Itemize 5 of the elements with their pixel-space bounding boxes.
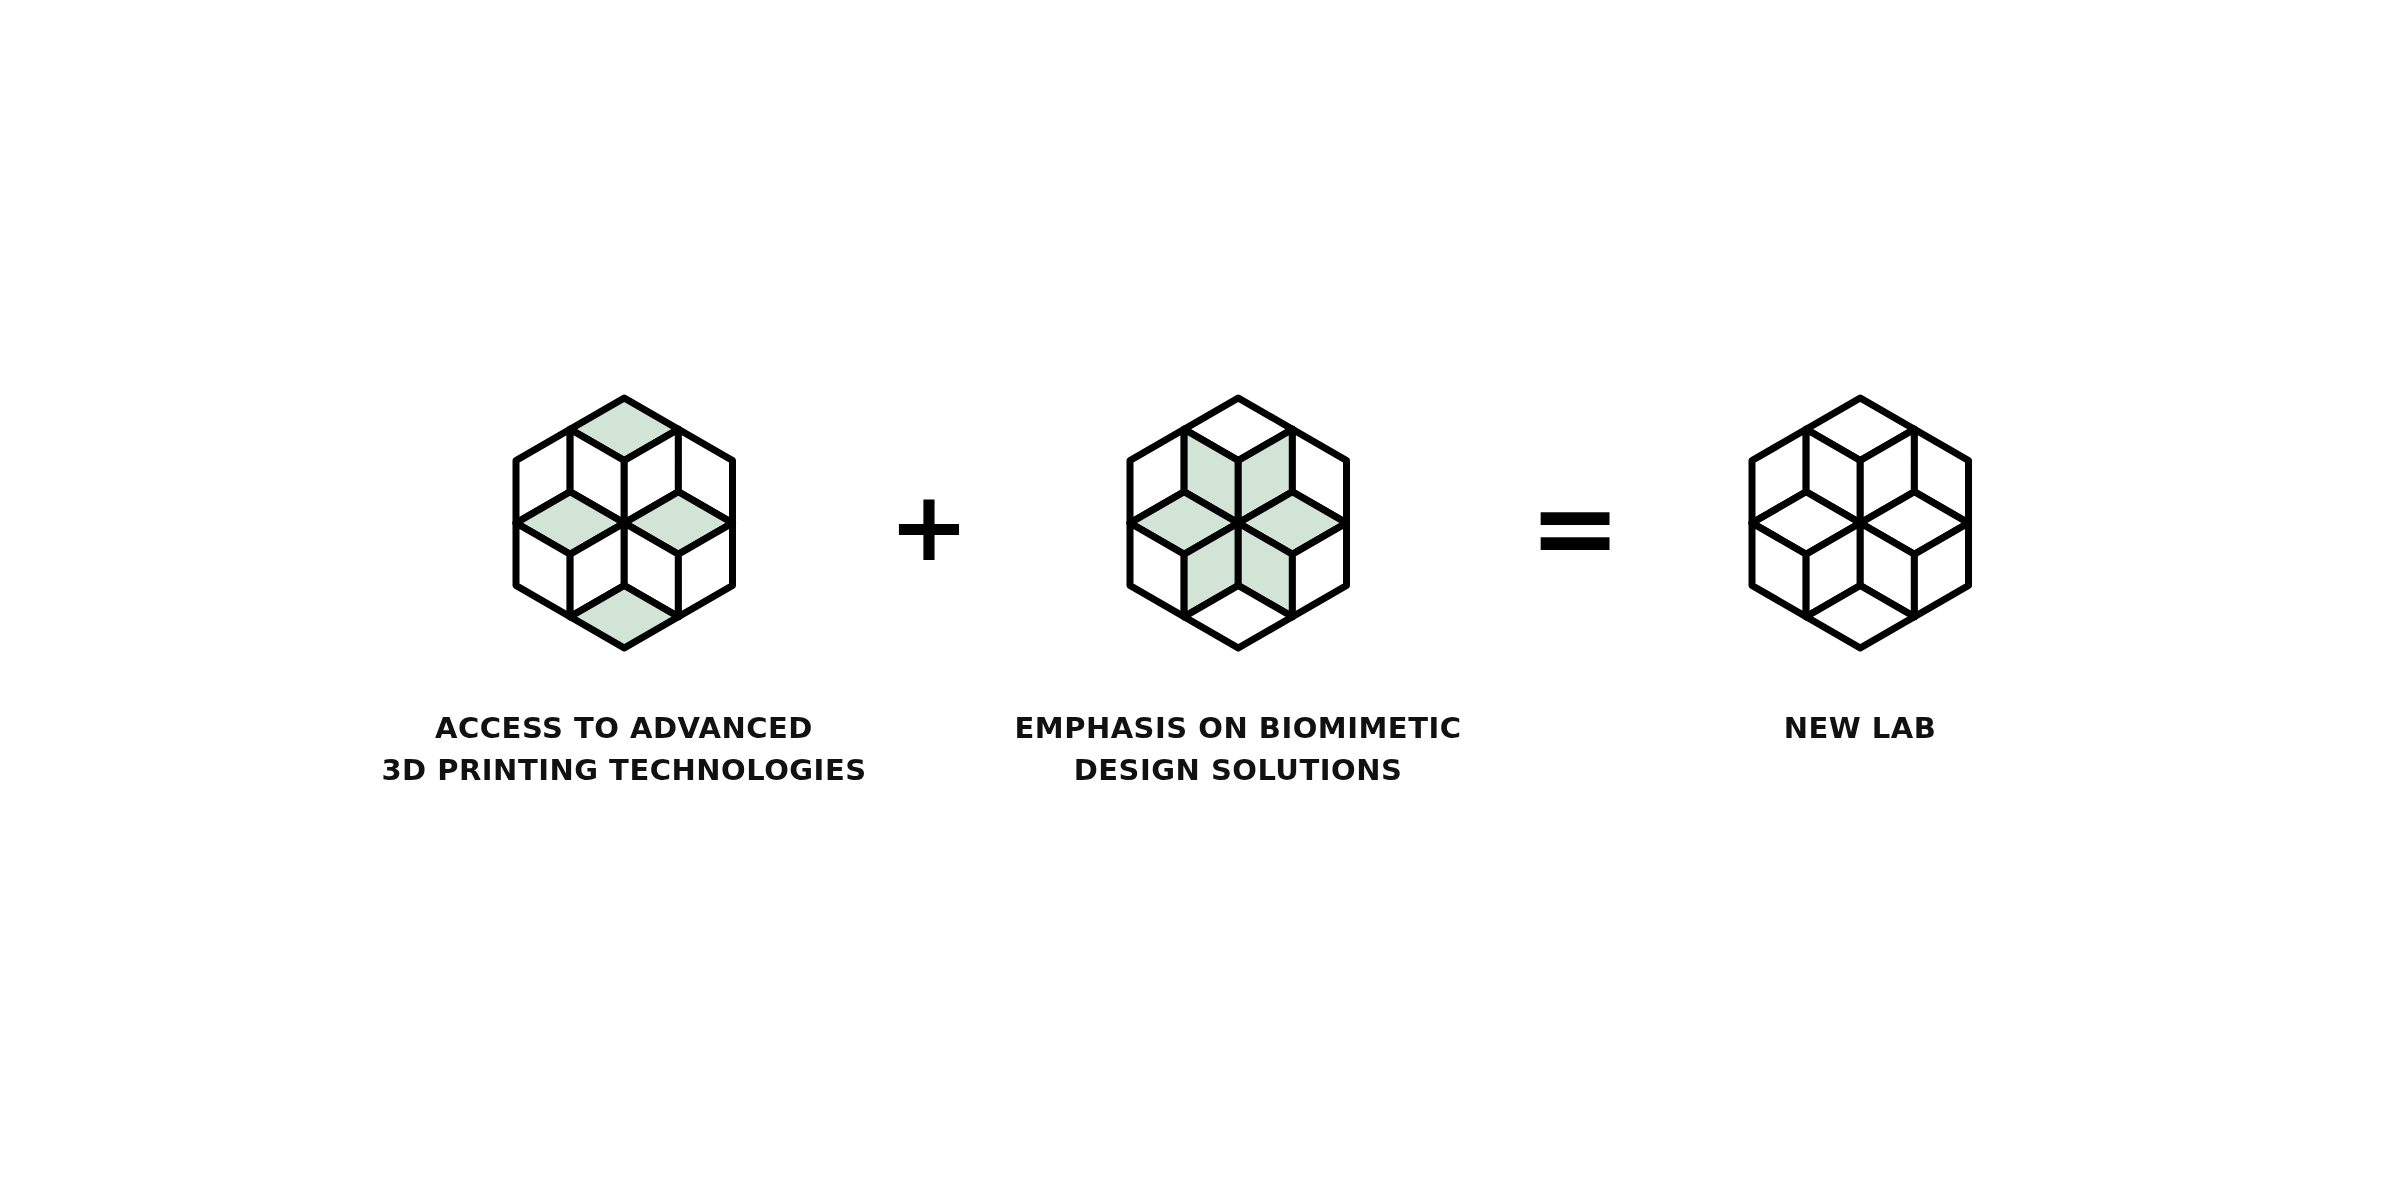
equals-sign: = [1528, 473, 1622, 583]
caption-text: ACCESS TO ADVANCED 3D PRINTING TECHNOLOGIES [381, 710, 867, 789]
plus-sign: + [888, 479, 970, 575]
caption-text: EMPHASIS ON BIOMIMETIC DESIGN SOLUTIONS [1014, 710, 1462, 789]
caption-text: NEW LAB [1783, 710, 1937, 747]
